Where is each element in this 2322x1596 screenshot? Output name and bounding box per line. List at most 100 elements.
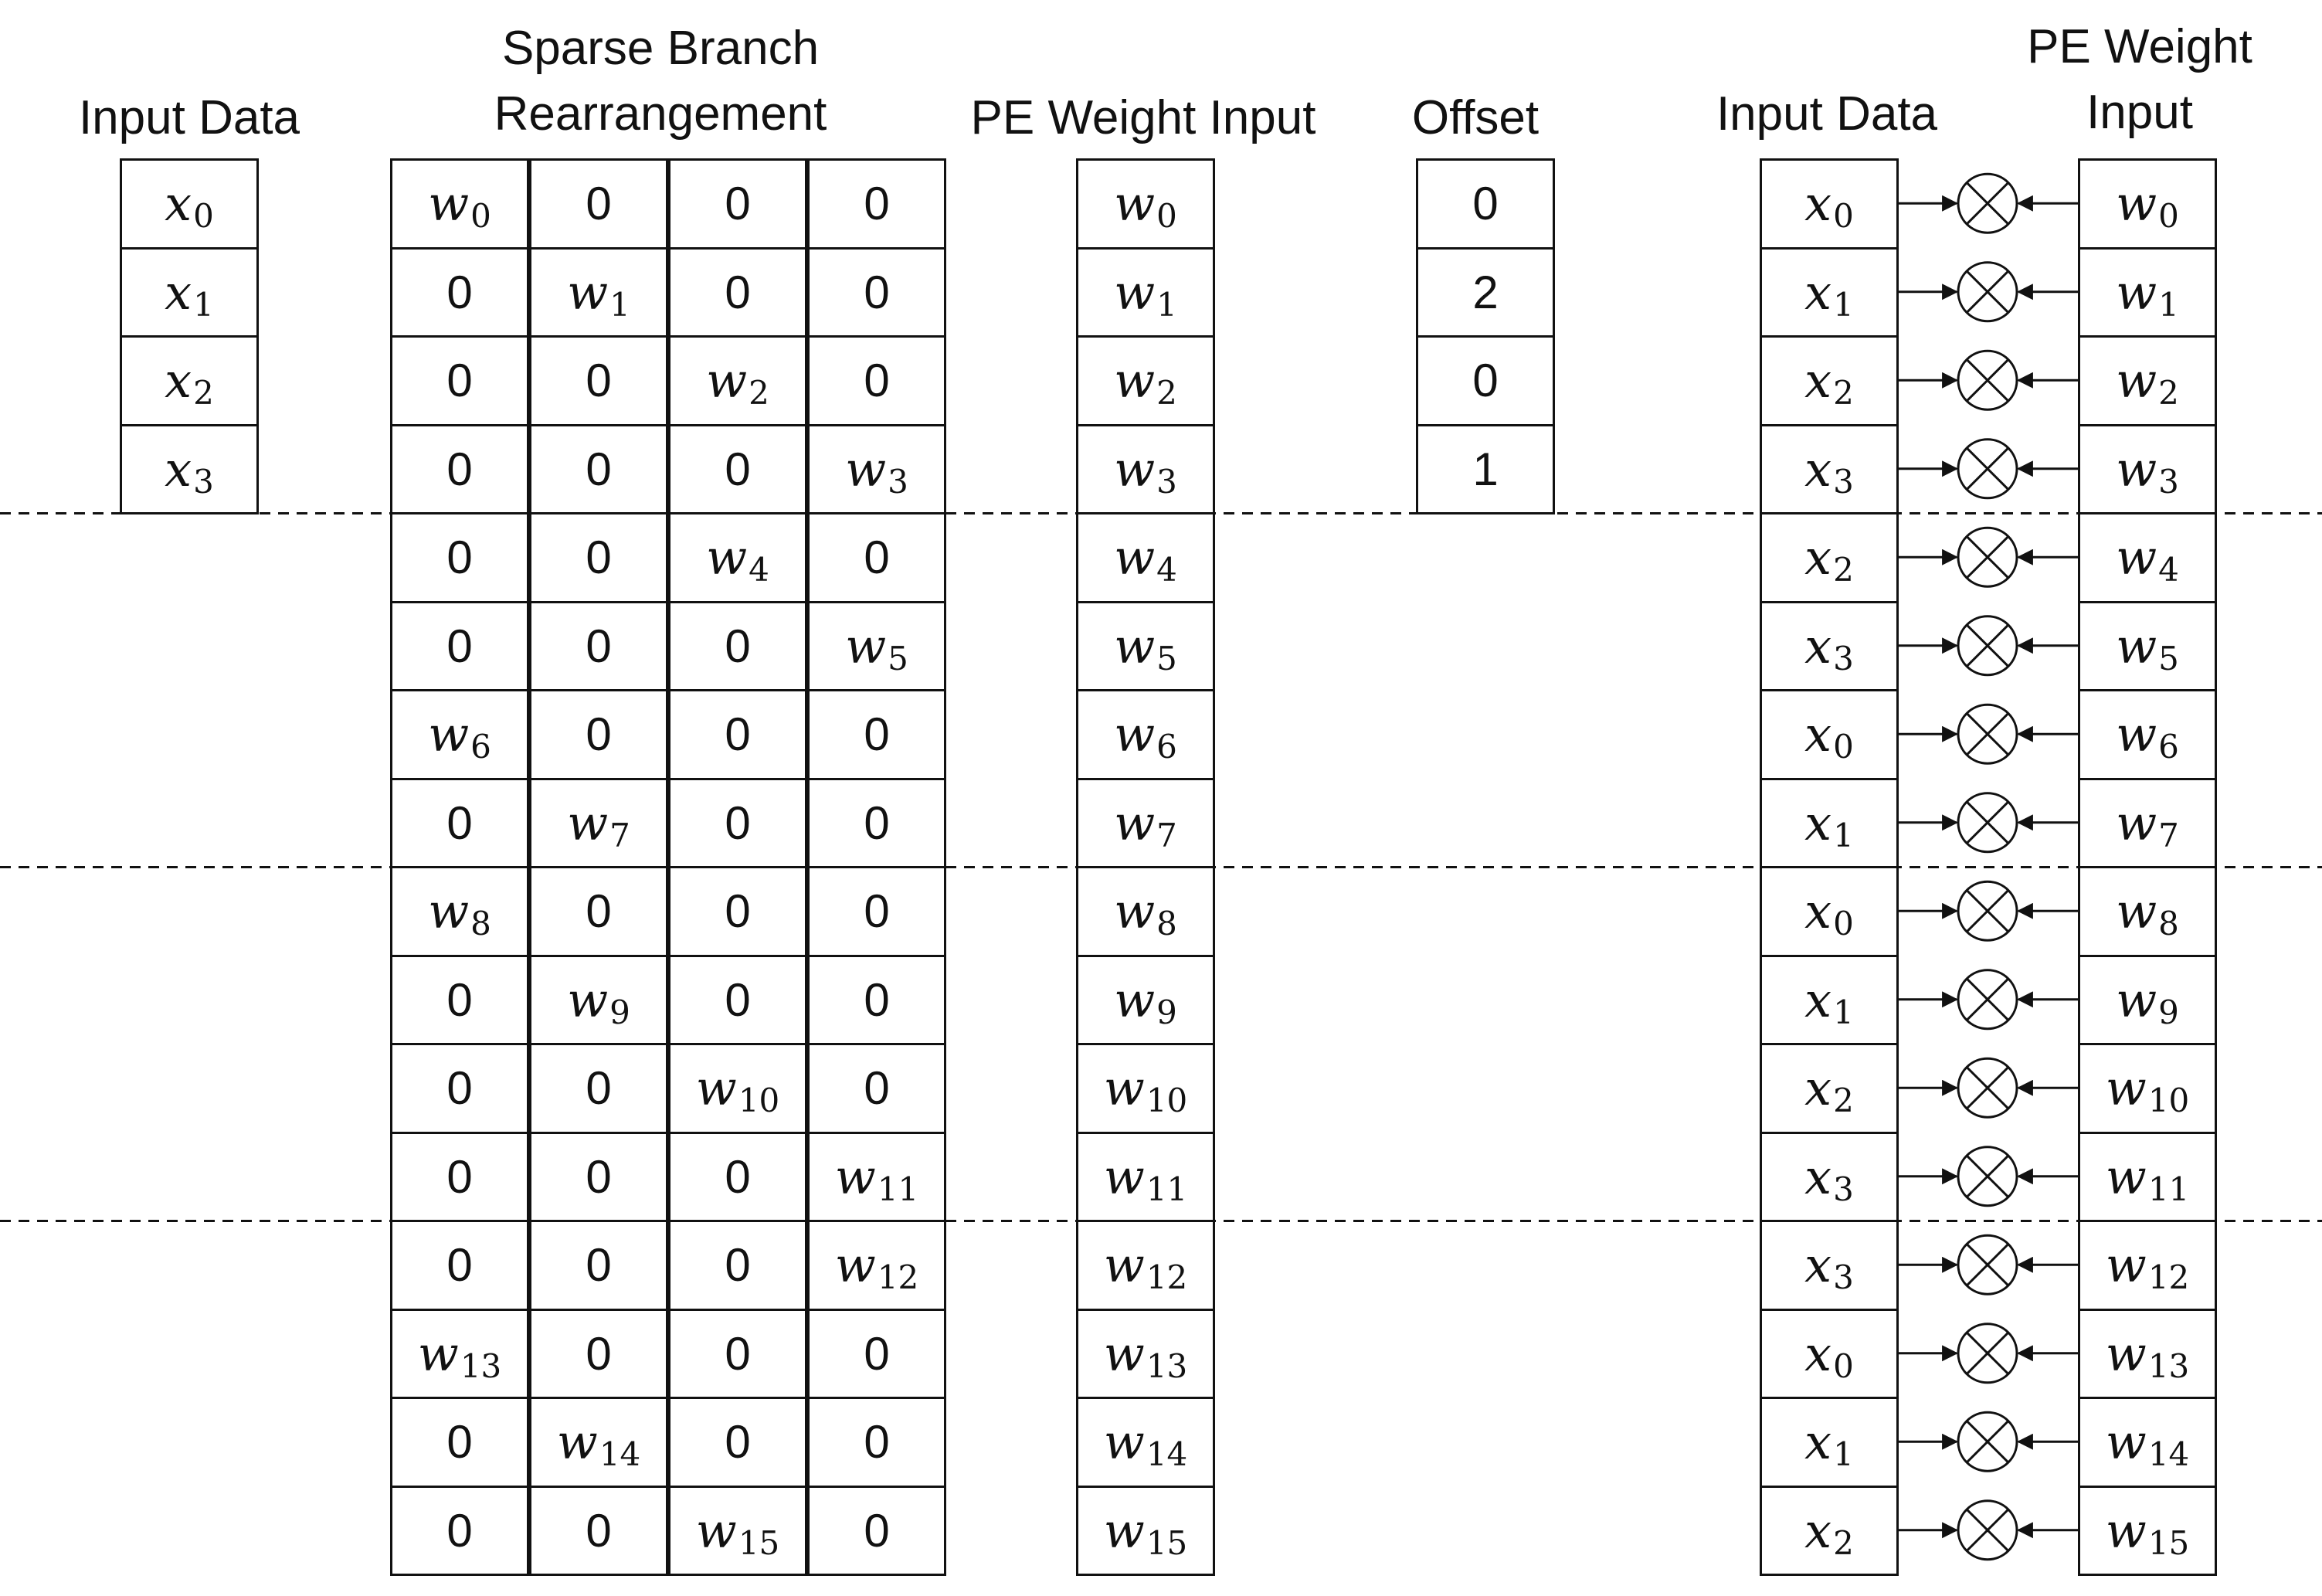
variable-symbol: w (2116, 883, 2157, 940)
variable-subscript: 3 (1833, 1170, 1854, 1208)
variable-symbol: x (1804, 971, 1832, 1028)
variable-subscript: 13 (1146, 1346, 1188, 1385)
variable-subscript: 2 (1156, 374, 1177, 413)
variable-symbol: w (695, 1502, 737, 1559)
variable-symbol: x (1804, 352, 1832, 409)
header-pe-weight-right-line2: Input (2086, 86, 2193, 139)
variable-symbol: w (706, 352, 748, 409)
variable-symbol: x (1804, 529, 1832, 586)
variable-symbol: w (695, 1060, 737, 1117)
cell-value: 0 (864, 1062, 890, 1115)
cell-value: 1 (1472, 443, 1499, 495)
cell-value: 0 (586, 443, 612, 495)
header-pe-weight-input: PE Weight Input (970, 91, 1316, 144)
multiply-cross-stroke (1966, 1066, 2009, 1110)
variable-subscript: 1 (1156, 285, 1177, 324)
variable-symbol: w (417, 1325, 459, 1382)
cell-value: 0 (864, 973, 890, 1026)
variable-subscript: 13 (2147, 1346, 2190, 1385)
variable-subscript: 1 (609, 285, 630, 324)
variable-symbol: w (834, 1237, 876, 1294)
variable-subscript: 1 (2158, 285, 2179, 324)
variable-subscript: 15 (2147, 1523, 2190, 1562)
variable-symbol: w (1114, 706, 1156, 763)
variable-subscript: 10 (1146, 1082, 1188, 1120)
sparse-matrix-cell: 0 (668, 158, 807, 250)
cell-value: 0 (586, 178, 612, 230)
sparse-matrix-cell: 0 (529, 158, 668, 250)
variable-symbol: w (1114, 794, 1156, 851)
multiply-cross-stroke (1966, 889, 2009, 933)
variable-symbol: w (556, 1414, 598, 1471)
variable-subscript: 10 (2147, 1082, 2190, 1120)
cell-value: 0 (446, 1062, 473, 1115)
variable-symbol: w (1103, 1237, 1145, 1294)
cell-value: 0 (864, 796, 890, 849)
variable-subscript: 0 (1833, 728, 1854, 766)
cell-value: 0 (586, 885, 612, 938)
sparse-matrix-cell: 0 (668, 423, 807, 514)
sparse-matrix-cell: 0 (390, 423, 529, 514)
cell-value: 0 (725, 708, 751, 761)
sparse-matrix-cell: 0 (807, 689, 946, 780)
variable-subscript: 3 (1833, 639, 1854, 677)
variable-subscript: 5 (1156, 639, 1177, 677)
multiply-cross-stroke (1966, 1331, 2009, 1375)
cell-value: 0 (864, 1504, 890, 1557)
variable-subscript: 7 (2158, 816, 2179, 854)
sparse-matrix-cell: 0 (807, 335, 946, 426)
variable-subscript: 6 (2158, 728, 2179, 766)
variable-subscript: 0 (2158, 197, 2179, 236)
variable-subscript: 5 (2158, 639, 2179, 677)
cell-value: 0 (864, 885, 890, 938)
variable-subscript: 3 (888, 462, 908, 501)
variable-symbol: x (1804, 1148, 1832, 1205)
variable-subscript: 6 (470, 728, 491, 766)
cell-value: 0 (586, 1504, 612, 1557)
multiply-cross-stroke (1966, 270, 2009, 314)
sparse-matrix-cell: 0 (390, 1043, 529, 1134)
variable-symbol: w (1114, 529, 1156, 586)
offset-cell: 2 (1416, 246, 1555, 338)
cell-value: 0 (864, 708, 890, 761)
variable-subscript: 11 (877, 1170, 919, 1208)
variable-symbol: w (2105, 1325, 2147, 1382)
variable-symbol: w (1114, 617, 1156, 674)
variable-symbol: w (1103, 1148, 1145, 1205)
cell-value: 0 (725, 1327, 751, 1380)
variable-subscript: 2 (2158, 374, 2179, 413)
sparse-matrix-cell: 0 (390, 600, 529, 691)
variable-subscript: 7 (1156, 816, 1177, 854)
multiply-cross-stroke (1966, 623, 2009, 667)
multiply-cross-stroke (1966, 977, 2009, 1021)
variable-subscript: 14 (1146, 1435, 1188, 1474)
multiply-cross-stroke (1966, 447, 2009, 491)
sparse-matrix-cell: 0 (390, 246, 529, 338)
cell-value: 0 (586, 708, 612, 761)
cell-value: 0 (446, 266, 473, 318)
cell-value: 0 (446, 1239, 473, 1292)
variable-symbol: w (567, 794, 609, 851)
multiply-cross-stroke (1966, 535, 2009, 579)
cell-value: 0 (864, 266, 890, 318)
